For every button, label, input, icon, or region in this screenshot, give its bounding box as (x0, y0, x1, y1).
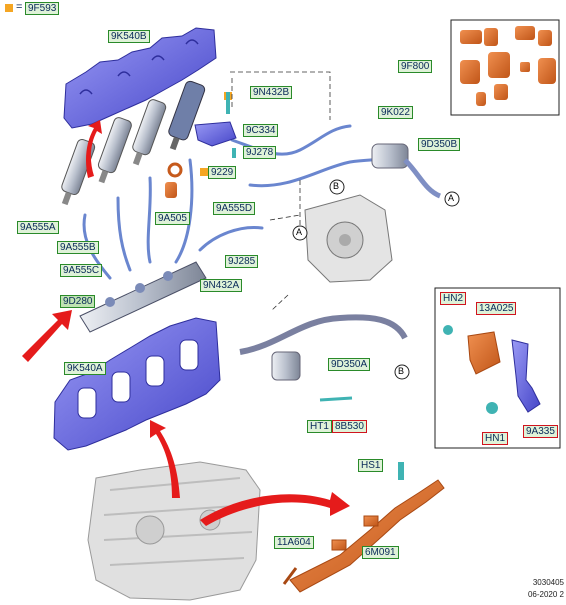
leader-lines (230, 71, 331, 311)
label-9n432a: 9N432A (200, 279, 243, 292)
label-9a555d: 9A555D (213, 202, 256, 215)
label-9k540b: 9K540B (108, 30, 150, 43)
label-hn1: HN1 (482, 432, 509, 445)
label-9a505: 9A505 (155, 212, 190, 225)
high-pressure-pump (304, 194, 393, 283)
label-hs1: HS1 (358, 459, 384, 472)
label-9j278: 9J278 (243, 146, 277, 159)
arrow-to-upper-cover (86, 120, 102, 178)
arrow-to-lower-cover (150, 420, 180, 498)
callout-b-upper (329, 179, 345, 195)
label-9a555b: 9A555B (57, 241, 99, 254)
callout-a-upper-letter: A (448, 193, 455, 203)
label-9k022: 9K022 (378, 106, 413, 119)
legend-part-label: 9F593 (25, 2, 60, 15)
lower-intake-cover (53, 317, 221, 451)
label-9d350a: 9D350A (328, 358, 371, 371)
callout-b-lower-letter: B (398, 366, 405, 376)
drawing-code: 3030405 (532, 578, 564, 587)
label-ht1: HT1 (307, 420, 332, 433)
label-6m091: 6M091 (362, 546, 399, 559)
label-9c334: 9C334 (243, 124, 279, 137)
callout-a-pump-letter: A (296, 227, 303, 237)
callout-b-upper-letter: B (333, 181, 340, 191)
seal-ring (167, 162, 183, 178)
label-13a025: 13A025 (476, 302, 517, 315)
label-9k540a: 9K540A (64, 362, 106, 375)
injector-washer (165, 182, 177, 198)
legend-marker-9229 (200, 168, 208, 176)
callout-a-pump (292, 225, 308, 241)
label-8b530: 8B530 (332, 420, 367, 433)
clamp-bolt (226, 92, 230, 114)
label-9a555a: 9A555A (17, 221, 59, 234)
legend-equals: = (16, 1, 23, 13)
label-9d350b: 9D350B (418, 138, 461, 151)
label-9a555c: 9A555C (60, 264, 103, 277)
label-9229: 9229 (208, 166, 237, 179)
callout-a-upper (444, 191, 460, 207)
fuel-rail (79, 261, 207, 333)
arrow-to-fuel-rail (22, 310, 72, 362)
fuel-injectors (61, 80, 206, 206)
label-9f800: 9F800 (398, 60, 433, 73)
fuel-return-pipe (371, 143, 442, 199)
legend-color-swatch (5, 4, 13, 12)
label-hn2: HN2 (440, 292, 467, 305)
fuel-feed-tube (239, 314, 408, 402)
label-9j285: 9J285 (225, 255, 259, 268)
label-11a604: 11A604 (274, 536, 314, 549)
arrow-to-harness (200, 492, 350, 526)
drawing-date: 06-2020 2 (527, 590, 564, 599)
wiring-harness (282, 462, 445, 593)
clamp-stud (232, 148, 236, 158)
red-arrows (22, 120, 350, 526)
label-9d280: 9D280 (60, 295, 96, 308)
injector-clamp (194, 121, 237, 147)
label-9a335: 9A335 (523, 425, 558, 438)
label-9n432b: 9N432B (250, 86, 293, 99)
callout-b-lower (394, 364, 410, 380)
inset-seals-kit (450, 19, 560, 116)
